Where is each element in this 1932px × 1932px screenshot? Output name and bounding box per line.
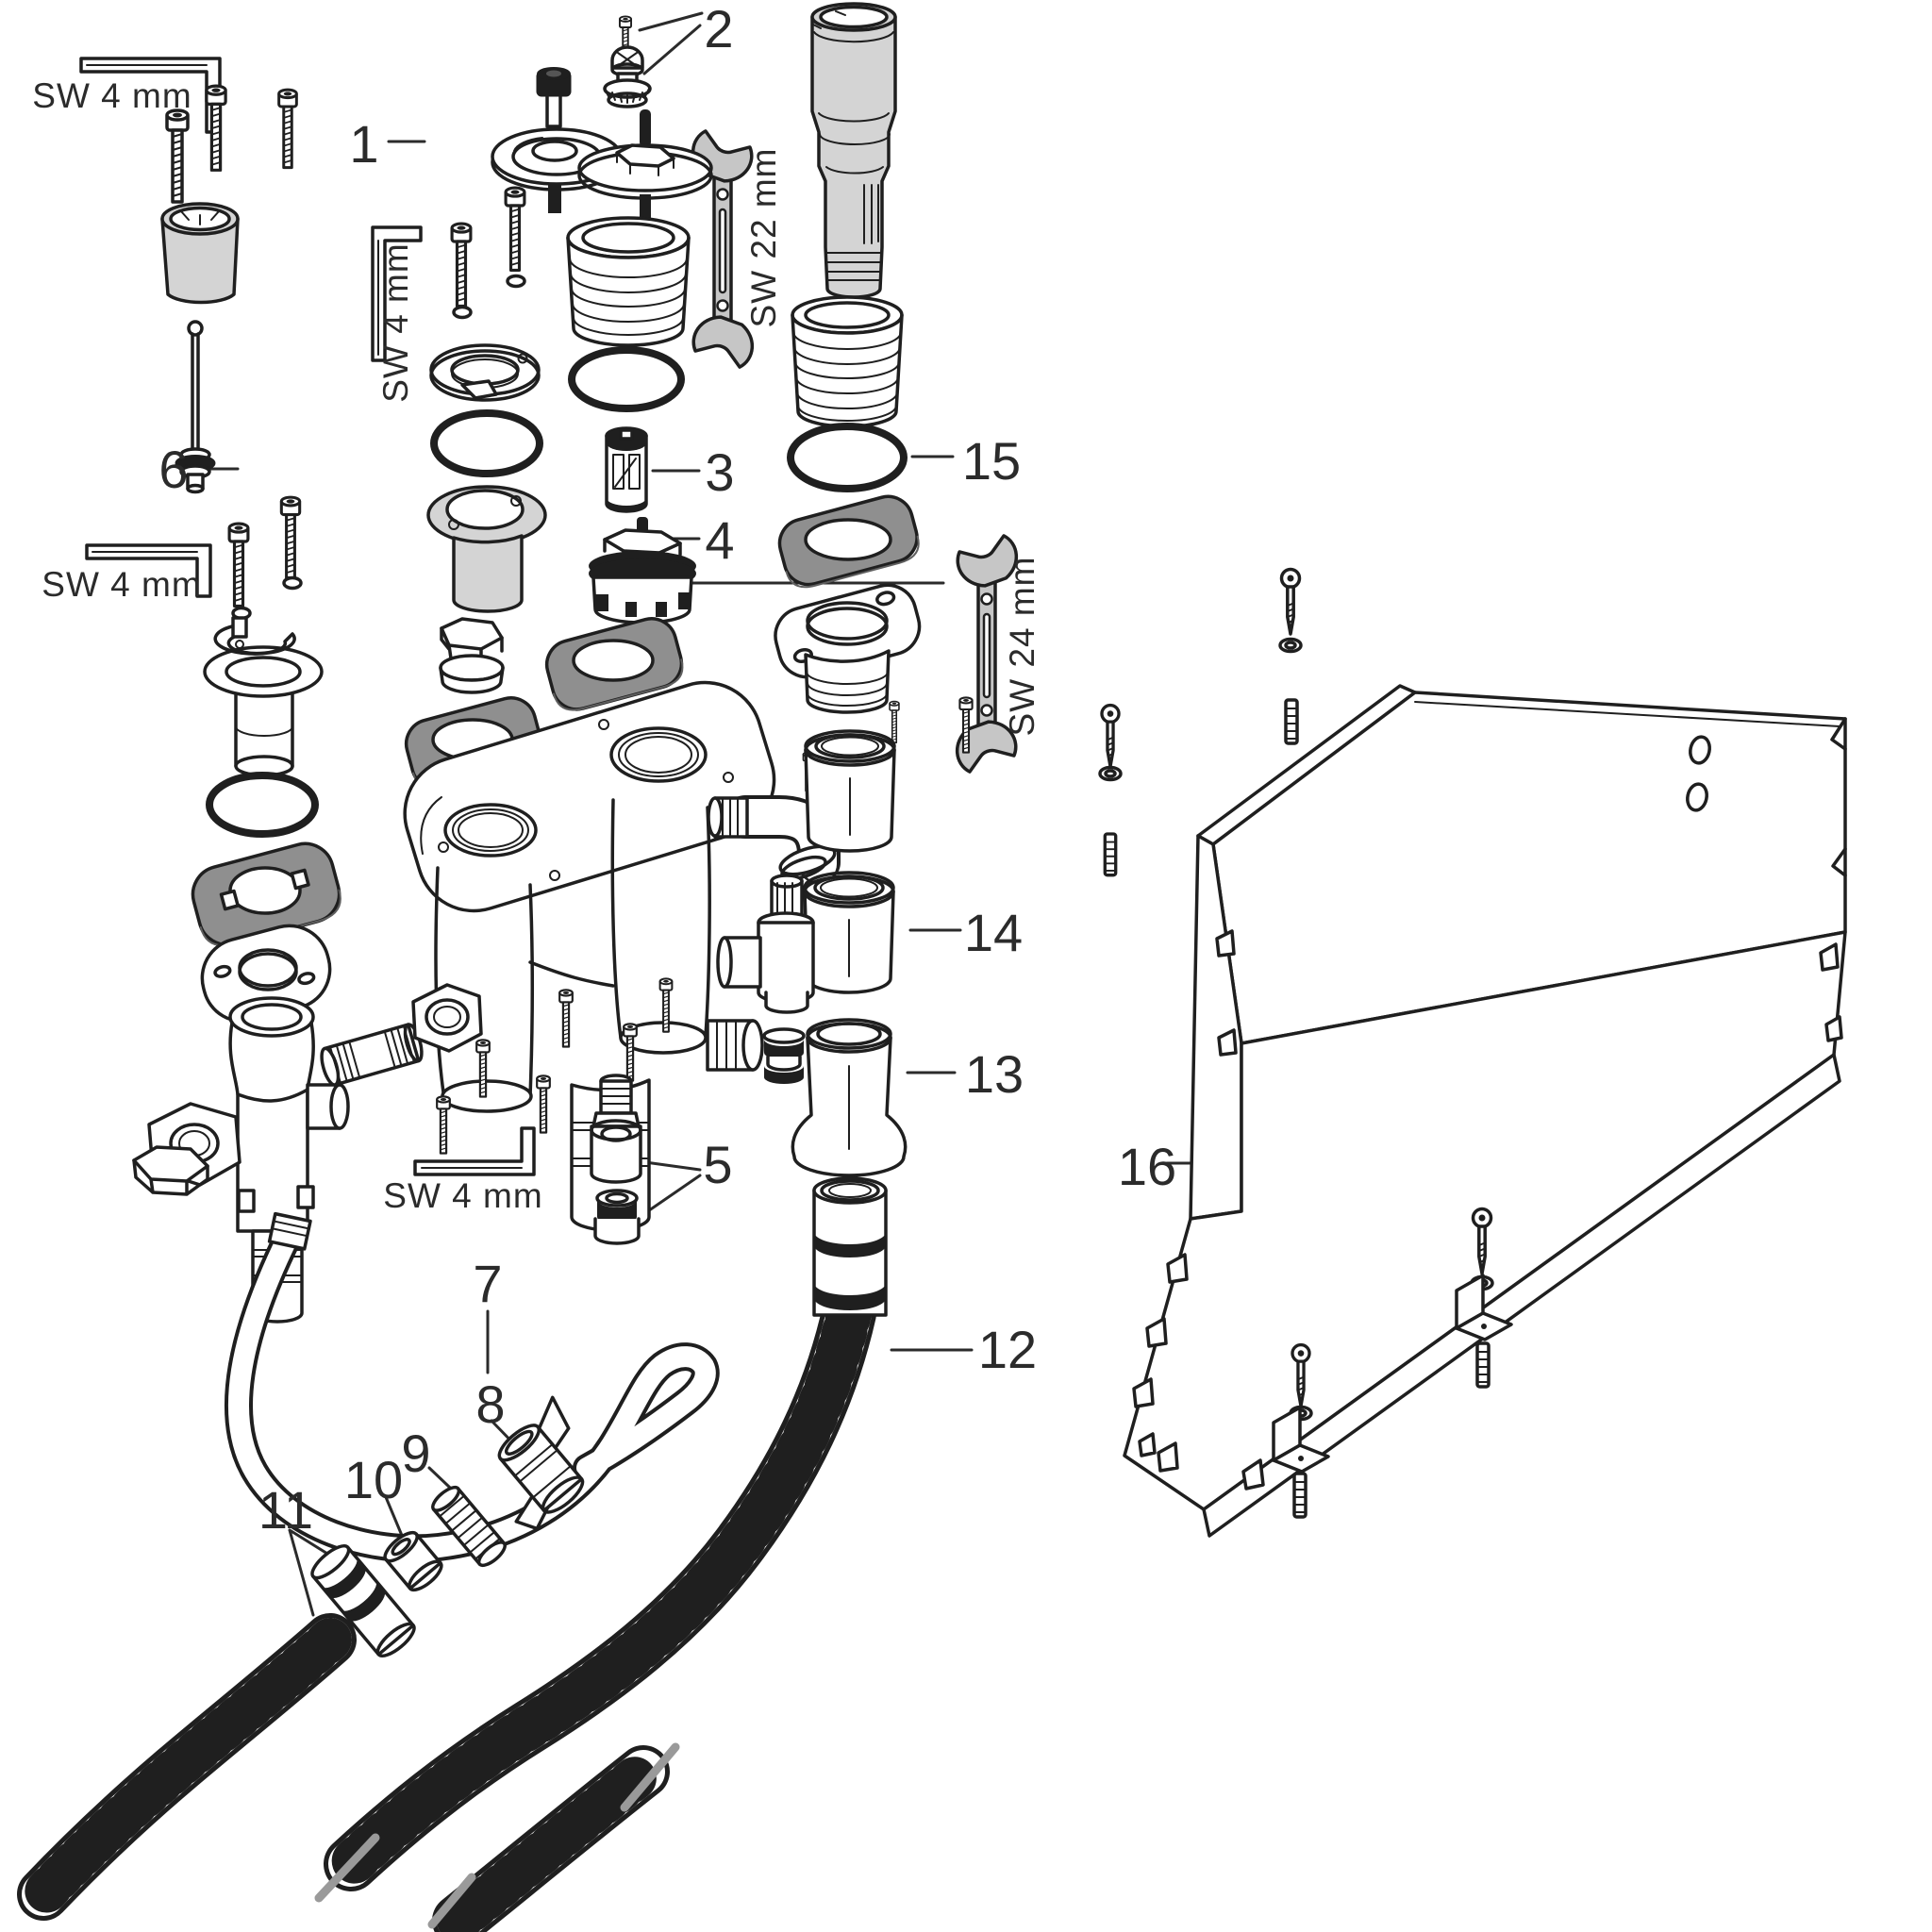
- quick-connect-clip-8: [497, 1395, 585, 1531]
- bearing-ring-notched: [429, 343, 541, 402]
- gray-flanged-escutcheon: [426, 485, 547, 613]
- allen-key-left: [85, 543, 212, 598]
- flanged-adapter: [774, 583, 922, 714]
- screw-and-flange-part1: [277, 67, 623, 213]
- label-3: 3: [705, 442, 734, 502]
- threaded-nipple-right: [791, 295, 904, 428]
- screws-center: [450, 186, 526, 320]
- seal-stack: [762, 1027, 806, 1084]
- gray-lock-washer: [777, 494, 920, 589]
- label-sw4-top-left: SW 4 mm: [32, 76, 192, 115]
- label-8: 8: [475, 1374, 505, 1434]
- label-6: 6: [158, 440, 188, 499]
- label-15: 15: [962, 431, 1021, 491]
- check-valve-insert-part3: [605, 426, 648, 513]
- label-sw4-mid-vertical: SW 4 mm: [376, 242, 415, 402]
- hose-end-11: [310, 1543, 416, 1658]
- escutcheon-with-clamp-ring: [203, 616, 324, 777]
- mounting-bracket-16: [1098, 567, 1847, 1538]
- o-ring-center: [430, 409, 543, 477]
- seal-bushing-part5: [593, 1189, 641, 1245]
- o-ring-15: [787, 423, 908, 492]
- spindle-umbrella-part: [577, 109, 713, 226]
- angle-bracket-right: [1455, 1274, 1513, 1341]
- label-5: 5: [703, 1135, 732, 1194]
- label-16: 16: [1118, 1137, 1176, 1196]
- part-number-labels: 1 2 3 4 5 6 7 8 9 10 11 12 13 14 15 16: [158, 0, 1176, 1540]
- label-7: 7: [473, 1254, 502, 1313]
- corrugated-hose-segment: [427, 1742, 680, 1932]
- hose-connector-part5: [590, 1074, 642, 1184]
- tee-fitting: [716, 874, 815, 1014]
- label-sw24: SW 24 mm: [1003, 557, 1041, 737]
- pull-rod-with-seal: [175, 320, 216, 494]
- cap-part2: [603, 45, 652, 108]
- socket-sleeve-gray-cup: [160, 202, 240, 305]
- rubber-gasket-keyed: [191, 841, 341, 947]
- support-sleeve-14: [803, 871, 895, 994]
- label-sw4-bottom: SW 4 mm: [383, 1176, 542, 1215]
- cartridge-part4: [589, 517, 696, 625]
- corrugated-hose-11: [17, 1613, 357, 1921]
- label-4: 4: [705, 510, 734, 570]
- angle-bracket-center: [1272, 1406, 1330, 1474]
- allen-key-mid-vertical: [371, 225, 423, 362]
- label-1: 1: [349, 114, 378, 174]
- o-ring-part2: [568, 346, 685, 412]
- bell-sleeve-13: [791, 1018, 908, 1177]
- label-13: 13: [965, 1044, 1024, 1104]
- allen-key-bottom: [413, 1126, 536, 1176]
- smooth-hose-7: [225, 1211, 720, 1563]
- label-10: 10: [344, 1450, 403, 1509]
- label-12: 12: [978, 1320, 1037, 1379]
- label-9: 9: [401, 1424, 430, 1483]
- hex-plug-left: [132, 1145, 209, 1196]
- screws-mid-left: [227, 495, 303, 621]
- label-14: 14: [964, 903, 1023, 962]
- mounting-sleeve-gray: [810, 2, 897, 299]
- tool-size-labels: SW 4 mm SW 4 mm SW 4 mm SW 4 mm SW 22 mm…: [32, 76, 1041, 1215]
- label-sw22: SW 22 mm: [744, 148, 783, 328]
- spacer-bushing-10: [383, 1530, 443, 1592]
- support-sleeve-upper: [804, 729, 896, 853]
- label-2: 2: [704, 0, 733, 58]
- threaded-ring-center: [566, 216, 691, 347]
- allen-key-top-left: [79, 57, 222, 134]
- hex-cap-plug: [439, 617, 505, 694]
- label-sw4-left: SW 4 mm: [42, 565, 201, 604]
- label-11: 11: [258, 1480, 313, 1540]
- threaded-nipple-left: [320, 1023, 424, 1087]
- corrugated-hose-12: [314, 1176, 888, 1903]
- o-ring-left: [206, 772, 319, 838]
- threaded-nipple-9: [431, 1485, 507, 1568]
